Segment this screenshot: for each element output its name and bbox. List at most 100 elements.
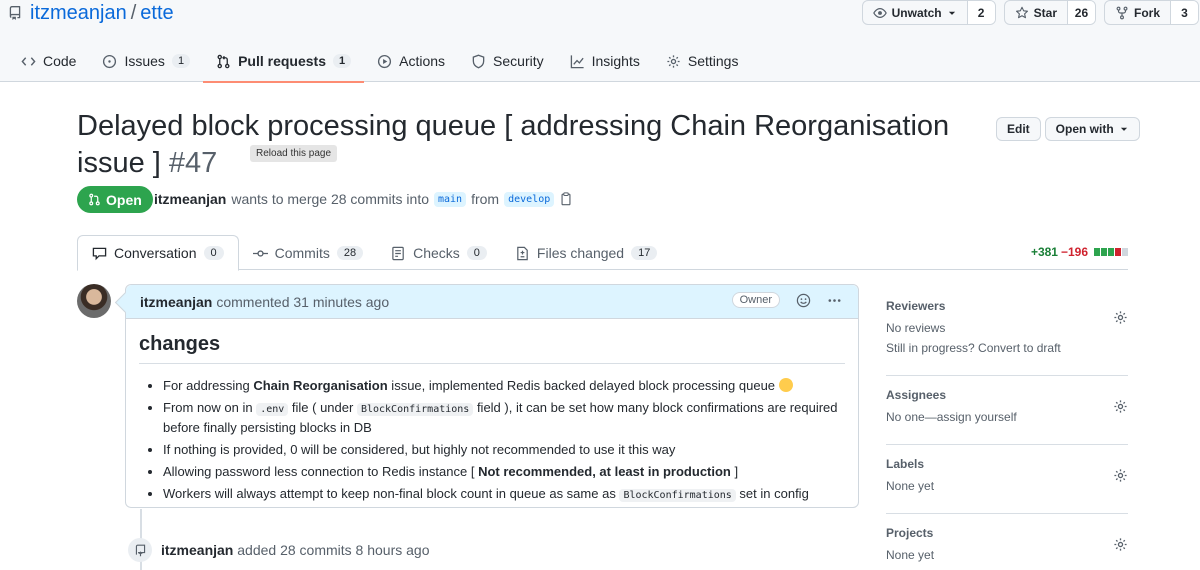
list-item-text: ] <box>730 464 739 479</box>
tab-insights[interactable]: Insights <box>557 40 653 82</box>
edit-button[interactable]: Edit <box>996 117 1041 141</box>
star-button[interactable]: Star <box>1005 1 1068 24</box>
diffstat: +381 −196 <box>1031 245 1128 259</box>
tab-conversation-label: Conversation <box>114 245 197 261</box>
pr-author-link[interactable]: itzmeanjan <box>154 191 227 207</box>
checklist-icon <box>392 246 404 260</box>
tab-pull-requests-label: Pull requests <box>238 53 326 69</box>
tab-settings[interactable]: Settings <box>653 40 752 82</box>
comment-icon <box>92 247 107 260</box>
list-item-text: If nothing is provided, 0 will be consid… <box>163 442 676 457</box>
diff-bar <box>1122 248 1128 256</box>
fork-button[interactable]: Fork <box>1105 1 1171 24</box>
list-item-text: field ), it can be set how many block co… <box>163 400 838 435</box>
tab-files-changed[interactable]: Files changed 17 <box>501 235 671 271</box>
comment-heading: changes <box>139 333 845 364</box>
gear-icon[interactable] <box>1113 537 1128 552</box>
pr-description-comment: itzmeanjan commented 31 minutes ago Owne… <box>125 284 859 508</box>
diff-bar <box>1108 248 1114 256</box>
tab-issues-count: 1 <box>171 54 191 68</box>
open-with-button[interactable]: Open with <box>1044 117 1140 141</box>
tab-actions[interactable]: Actions <box>364 40 458 82</box>
star-button-group: Star 26 <box>1003 0 1096 25</box>
repo-actions: Unwatch 2 Star 26 Fork 3 <box>861 0 1199 25</box>
pr-sidebar: Reviewers No reviews Still in progress? … <box>886 287 1128 570</box>
partying-face-emoji-icon <box>778 378 793 392</box>
tab-code[interactable]: Code <box>0 40 89 82</box>
sidebar-assignees: Assignees No one—assign yourself <box>886 388 1128 445</box>
sidebar-assignees-title[interactable]: Assignees <box>886 388 947 402</box>
watchers-count[interactable]: 2 <box>967 1 995 24</box>
sidebar-labels-title[interactable]: Labels <box>886 457 925 471</box>
pr-meta: itzmeanjan wants to merge 28 commits int… <box>154 191 573 207</box>
tab-files-changed-count: 17 <box>631 246 658 260</box>
diff-additions: +381 <box>1030 245 1058 259</box>
tab-commits-label: Commits <box>274 245 330 261</box>
list-item: Allowing password less connection to Red… <box>163 463 845 481</box>
repo-name-link[interactable]: ette <box>140 1 174 24</box>
reload-tooltip: Reload this page <box>250 145 338 162</box>
pr-tabs: Conversation 0 Commits 28 Checks 0 Files… <box>77 235 1128 271</box>
graph-icon <box>570 54 584 68</box>
comment-time[interactable]: commented 31 minutes ago <box>216 293 390 310</box>
tab-checks-count: 0 <box>466 246 487 260</box>
smiley-icon[interactable] <box>796 293 811 308</box>
gear-icon <box>667 54 680 68</box>
tab-checks[interactable]: Checks 0 <box>377 235 501 271</box>
timeline-event: itzmeanjan added 28 commits 8 hours ago <box>161 542 429 558</box>
tab-commits[interactable]: Commits 28 <box>239 235 377 271</box>
inline-code: .env <box>256 403 289 416</box>
list-item-bold: Not recommended, at least in production <box>478 464 731 479</box>
pr-number: #47 <box>168 147 218 179</box>
base-branch[interactable]: main <box>434 191 467 207</box>
list-item-text: For addressing <box>163 378 254 393</box>
pr-title-text: Delayed block processing queue [ address… <box>77 110 950 179</box>
diff-bar <box>1115 248 1121 256</box>
diff-bar <box>1094 248 1100 256</box>
forks-count[interactable]: 3 <box>1171 1 1198 24</box>
stars-count[interactable]: 26 <box>1067 1 1095 24</box>
tab-security-label: Security <box>493 53 544 69</box>
gear-icon[interactable] <box>1113 399 1128 414</box>
convert-to-draft-link[interactable]: Still in progress? Convert to draft <box>886 341 1061 355</box>
sidebar-projects-value: None yet <box>886 548 935 562</box>
repo-header: itzmeanjan / ette Unwatch 2 Star 26 Fork <box>0 0 1200 83</box>
sidebar-reviewers-title[interactable]: Reviewers <box>886 299 946 313</box>
pr-title: Delayed block processing queue [ address… <box>77 108 977 182</box>
eye-icon <box>872 7 887 18</box>
inline-code: BlockConfirmations <box>356 403 474 416</box>
tab-issues[interactable]: Issues 1 <box>89 40 203 82</box>
code-icon <box>21 56 36 66</box>
comment-header-actions: Owner <box>731 292 842 308</box>
comment-author-link[interactable]: itzmeanjan <box>140 293 213 310</box>
list-item: Workers will always attempt to keep non-… <box>163 485 845 505</box>
tab-files-changed-label: Files changed <box>536 245 625 261</box>
tab-actions-label: Actions <box>399 53 446 69</box>
gear-icon[interactable] <box>1113 468 1128 483</box>
author-avatar[interactable] <box>77 284 111 318</box>
repo-icon <box>9 6 21 20</box>
list-item-text: set in config <box>735 486 809 501</box>
pr-from-text: from <box>471 191 500 207</box>
head-branch[interactable]: develop <box>504 191 555 207</box>
tab-pull-requests-count: 1 <box>332 54 352 68</box>
sidebar-projects-title[interactable]: Projects <box>886 526 934 540</box>
timeline-author-link[interactable]: itzmeanjan <box>161 542 234 558</box>
assign-yourself-link[interactable]: No one—assign yourself <box>886 410 1017 424</box>
tab-pull-requests[interactable]: Pull requests 1 <box>203 40 365 83</box>
fork-label: Fork <box>1133 5 1160 20</box>
tab-security[interactable]: Security <box>458 40 557 82</box>
tab-settings-label: Settings <box>687 53 739 69</box>
list-item-text: Allowing password less connection to Red… <box>163 464 479 479</box>
pr-header-buttons: Edit Open with <box>996 117 1140 141</box>
kebab-horizontal-icon[interactable] <box>827 293 842 308</box>
inline-code: BlockConfirmations <box>619 489 736 502</box>
repo-owner-link[interactable]: itzmeanjan <box>30 1 127 24</box>
copy-icon[interactable] <box>559 192 573 206</box>
unwatch-button[interactable]: Unwatch <box>863 1 968 24</box>
comment-body: changes For addressing Chain Reorganisat… <box>126 319 858 505</box>
tab-code-label: Code <box>43 53 77 69</box>
tab-conversation[interactable]: Conversation 0 <box>77 235 239 271</box>
gear-icon[interactable] <box>1113 310 1128 325</box>
pull-request-icon <box>217 54 230 68</box>
